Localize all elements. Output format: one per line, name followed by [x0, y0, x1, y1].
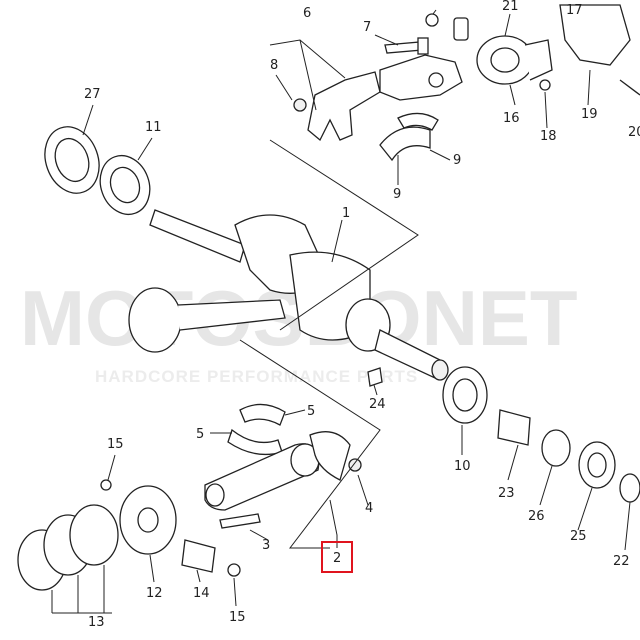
- crank-shaft-end: [431, 359, 449, 381]
- bracket-part-6[interactable]: [307, 71, 381, 142]
- nut-part-8[interactable]: [293, 98, 307, 112]
- oil-seal-bore: [54, 137, 90, 183]
- bolt-head-part-7: [417, 37, 429, 55]
- callout-5b[interactable]: 5: [196, 427, 204, 442]
- callout-5a[interactable]: 5: [307, 404, 315, 419]
- bearing-shell-part-9b[interactable]: [397, 112, 439, 131]
- callout-23[interactable]: 23: [498, 486, 515, 501]
- conrod-group: [204, 403, 362, 529]
- bracket-arm-part-6[interactable]: [379, 54, 463, 101]
- bolt-part-7[interactable]: [384, 41, 423, 54]
- callout-20[interactable]: 20: [628, 125, 640, 140]
- main-bearing-left-group: [44, 126, 151, 216]
- callout-9b[interactable]: 9: [393, 187, 401, 202]
- pin-part-24[interactable]: [367, 367, 383, 387]
- callout-15a[interactable]: 15: [107, 437, 124, 452]
- callout-13[interactable]: 13: [88, 615, 105, 630]
- housing-flange-part-17[interactable]: [524, 39, 553, 81]
- spacer-part-23[interactable]: [497, 409, 531, 446]
- spring-part-19: [619, 79, 640, 96]
- callout-25[interactable]: 25: [570, 529, 587, 544]
- circlip-part-15a[interactable]: [100, 479, 112, 491]
- conrod-cap: [309, 431, 351, 481]
- pin-part-21[interactable]: [453, 17, 469, 41]
- callout-15b[interactable]: 15: [229, 610, 246, 625]
- callout-12[interactable]: 12: [146, 586, 163, 601]
- bracket-part-19[interactable]: [559, 4, 631, 66]
- circlip-part-15b[interactable]: [227, 563, 241, 577]
- callout-17[interactable]: 17: [566, 3, 583, 18]
- leader-lines: [51, 9, 631, 614]
- crankshaft-part-1[interactable]: [149, 209, 449, 381]
- ring-part-18[interactable]: [539, 79, 551, 91]
- piston-group: [17, 479, 241, 591]
- bolt-part-3[interactable]: [219, 513, 261, 529]
- piston-pin-part-14[interactable]: [181, 539, 216, 573]
- callout-6[interactable]: 6: [303, 6, 311, 21]
- callout-11[interactable]: 11: [145, 120, 162, 135]
- crank-left-shaft: [149, 209, 246, 263]
- bearing-shell-part-5b[interactable]: [227, 428, 283, 456]
- callout-4[interactable]: 4: [365, 501, 373, 516]
- callout-19[interactable]: 19: [581, 107, 598, 122]
- callout-14[interactable]: 14: [193, 586, 210, 601]
- callout-16[interactable]: 16: [503, 111, 520, 126]
- watermark-tagline: HARDCORE PERFORMANCE PARTS: [95, 367, 418, 386]
- callout-labels: 1 2 3 4 5 5 6 7 8 9 9 10 11 12 13 14 15 …: [84, 0, 640, 630]
- callout-7[interactable]: 7: [363, 20, 371, 35]
- callout-2[interactable]: 2: [333, 551, 341, 566]
- nut-part-4[interactable]: [348, 458, 362, 472]
- callout-24[interactable]: 24: [369, 397, 386, 412]
- callout-27[interactable]: 27: [84, 87, 101, 102]
- callout-3[interactable]: 3: [262, 538, 270, 553]
- piston-upper-body: [128, 287, 182, 353]
- callout-22[interactable]: 22: [613, 554, 630, 569]
- callout-18[interactable]: 18: [540, 129, 557, 144]
- piston-upper: [128, 287, 286, 353]
- callout-8[interactable]: 8: [270, 58, 278, 73]
- oil-seal-bore-part-25: [587, 452, 607, 478]
- bearing-bore-part-11: [109, 166, 141, 204]
- conrod-upper: [177, 299, 286, 331]
- piston-pin-bore: [137, 507, 159, 533]
- case-bearing-group: [293, 4, 640, 162]
- main-bearing-right-group: [442, 366, 640, 503]
- bearing-shell-part-5a[interactable]: [239, 403, 286, 426]
- bearing-bore-part-10: [452, 378, 478, 412]
- callout-1[interactable]: 1: [342, 206, 350, 221]
- conrod-small-end: [205, 483, 225, 507]
- seal-part-22[interactable]: [619, 473, 640, 503]
- ring-part-26[interactable]: [541, 429, 571, 467]
- callout-10[interactable]: 10: [454, 459, 471, 474]
- callout-9a[interactable]: 9: [453, 153, 461, 168]
- highlight-box-part-2: [321, 541, 353, 573]
- washer-part-20[interactable]: [425, 13, 439, 27]
- ring-part-13c[interactable]: [69, 504, 119, 566]
- bearing-shell-part-9[interactable]: [379, 126, 431, 162]
- housing-bore: [490, 47, 520, 73]
- callout-26[interactable]: 26: [528, 509, 545, 524]
- callout-21[interactable]: 21: [502, 0, 519, 14]
- bracket-hole: [428, 72, 444, 88]
